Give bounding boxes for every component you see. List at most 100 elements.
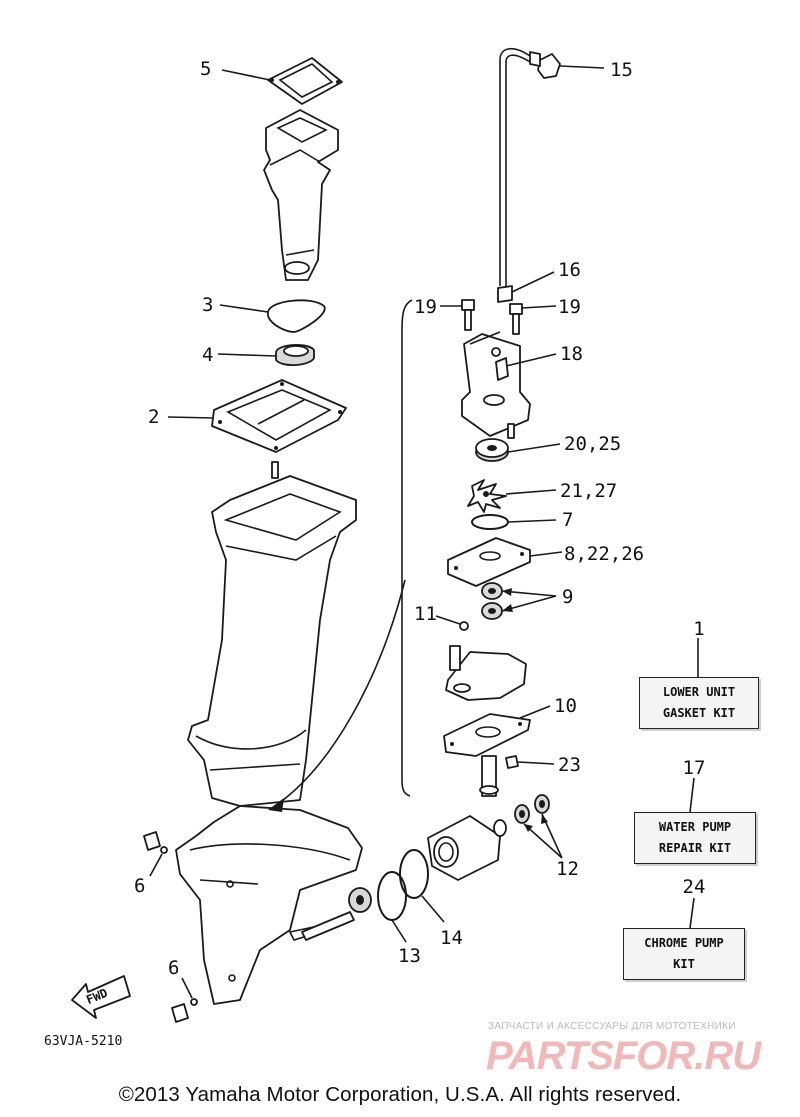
- lower-unit-gasket-kit-box: LOWER UNIT GASKET KIT: [639, 677, 759, 729]
- leader-18: [505, 353, 557, 367]
- chrome-pump-kit-line1: CHROME PUMP: [644, 936, 724, 950]
- leader-23: [517, 761, 555, 765]
- leader-7: [507, 519, 557, 523]
- arrow-9b: [502, 604, 513, 612]
- part-4-rubber-seal: [275, 344, 315, 366]
- leader-24: [689, 897, 695, 929]
- prop-shaft-housing: [427, 815, 501, 881]
- part-11-dowel: [459, 621, 469, 631]
- callout-13: 13: [398, 945, 421, 967]
- callout-12: 12: [556, 858, 579, 880]
- leader-13: [391, 919, 407, 943]
- water-pump-repair-kit-line2: REPAIR KIT: [658, 841, 732, 855]
- callout-11: 11: [414, 603, 437, 625]
- lower-unit-gasket-kit-line1: LOWER UNIT: [662, 685, 736, 699]
- part-7-o-ring: [471, 514, 509, 530]
- leader-17: [689, 777, 695, 813]
- callout-19-left: 19: [414, 296, 437, 318]
- chrome-pump-kit-line2: KIT: [673, 957, 695, 971]
- part-18-insert: [495, 357, 509, 381]
- leader-12a: [523, 823, 563, 859]
- part-23-dowel: [505, 755, 519, 769]
- callout-6-upper: 6: [134, 875, 145, 897]
- part-12-seals: [493, 794, 550, 837]
- fwd-arrow: [71, 975, 131, 1019]
- assembly-arrow: [271, 579, 406, 809]
- leader-6a: [149, 853, 163, 877]
- callout-3: 3: [202, 294, 213, 316]
- part-16-seal: [497, 285, 513, 303]
- watermark-logo: PARTSFOR.RU: [486, 1034, 761, 1078]
- callout-19-right: 19: [558, 296, 581, 318]
- part-10-plate-gasket: [443, 713, 531, 757]
- part-9-oil-seals: [481, 582, 503, 620]
- water-pump-repair-kit-box: WATER PUMP REPAIR KIT: [634, 812, 756, 864]
- leader-2: [167, 416, 215, 419]
- part-6-bolt-lower: [171, 998, 198, 1023]
- callout-15: 15: [610, 59, 633, 81]
- exhaust-guide: [263, 109, 339, 281]
- upper-casing: [187, 475, 357, 807]
- prop-shaft: [301, 887, 372, 941]
- leader-4: [217, 353, 277, 357]
- leader-19b: [521, 305, 557, 309]
- callout-6-lower: 6: [168, 957, 179, 979]
- water-pump-repair-kit-line1: WATER PUMP: [658, 820, 732, 834]
- part-14-o-ring: [399, 849, 429, 899]
- water-tube: [499, 48, 531, 286]
- callout-21-27: 21,27: [560, 480, 617, 502]
- water-tube-inner: [505, 54, 531, 286]
- callout-24: 24: [682, 876, 706, 898]
- callout-8-22-26: 8,22,26: [564, 543, 644, 565]
- callout-1: 1: [693, 618, 705, 640]
- shaft-collar: [479, 785, 499, 795]
- part-20-cartridge: [475, 438, 509, 462]
- leader-11: [435, 615, 461, 625]
- part-3-seal: [267, 299, 326, 333]
- part-15-grommet: [529, 51, 561, 79]
- pump-base: [445, 645, 527, 701]
- part-19-bolt-right: [509, 303, 523, 335]
- arrow-9a: [502, 588, 512, 596]
- callout-20-25: 20,25: [564, 433, 621, 455]
- assembly-arrowhead: [268, 798, 284, 812]
- leader-14: [421, 895, 445, 923]
- lower-unit-gasket-kit-line2: GASKET KIT: [662, 706, 736, 720]
- callout-17: 17: [682, 757, 706, 779]
- callout-7: 7: [562, 509, 573, 531]
- part-2-housing-gasket: [211, 379, 347, 453]
- callout-5: 5: [200, 58, 211, 80]
- pump-housing: [461, 331, 531, 439]
- leader-3: [219, 304, 269, 313]
- chrome-pump-kit-box: CHROME PUMP KIT: [623, 928, 745, 980]
- leader-8: [529, 551, 563, 557]
- callout-4: 4: [202, 344, 213, 366]
- callout-23: 23: [558, 754, 581, 776]
- callout-14: 14: [440, 927, 463, 949]
- leader-20: [507, 443, 561, 453]
- arrow-12a: [524, 824, 533, 832]
- part-5-gasket: [267, 57, 343, 105]
- callout-9: 9: [562, 586, 573, 608]
- callout-16: 16: [558, 259, 581, 281]
- leader-10: [519, 705, 551, 719]
- part-6-bolt-upper: [143, 831, 168, 854]
- part-13-o-ring: [377, 871, 407, 921]
- leader-15: [559, 65, 605, 69]
- copyright-notice: ©2013 Yamaha Motor Corporation, U.S.A. A…: [118, 1083, 682, 1106]
- arrow-12b: [541, 814, 548, 824]
- leader-5: [221, 69, 271, 81]
- callout-18: 18: [560, 343, 583, 365]
- part-8-outer-plate: [447, 537, 531, 587]
- callout-2: 2: [148, 406, 159, 428]
- leader-6b: [181, 977, 193, 999]
- diagram-code: 63VJA-5210: [44, 1034, 123, 1049]
- part-21-impeller: [467, 479, 507, 513]
- watermark-tagline: ЗАПЧАСТИ И АКСЕССУАРЫ ДЛЯ МОТОТЕХНИКИ: [488, 1021, 736, 1032]
- leader-16: [511, 271, 555, 293]
- part-19-bolt-left: [461, 299, 475, 331]
- leader-21: [505, 489, 557, 495]
- assembly-bracket: [401, 299, 413, 797]
- lower-unit: [175, 805, 363, 1005]
